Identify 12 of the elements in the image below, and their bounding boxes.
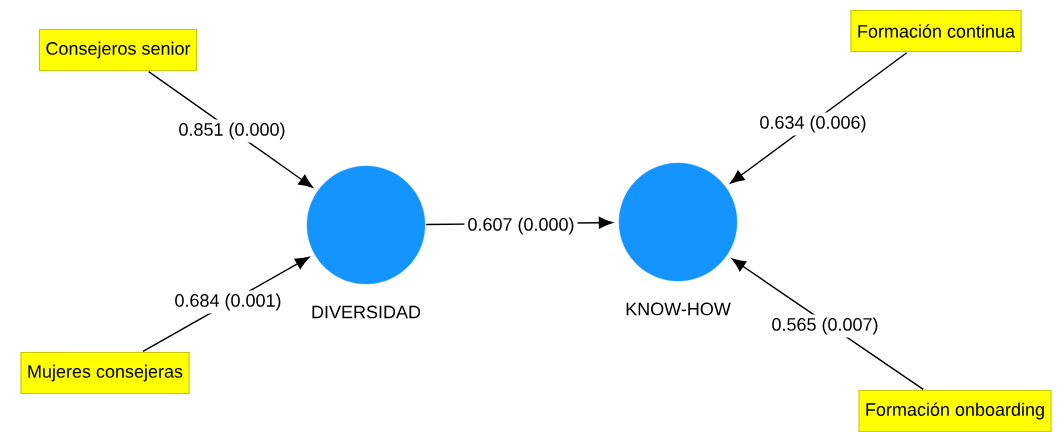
edge-label: 0.684 (0.001)	[175, 293, 281, 311]
text-box: Mujeres consejeras	[20, 351, 190, 395]
construct-label: DIVERSIDAD	[312, 305, 421, 319]
edge-label: 0.607 (0.000)	[468, 217, 574, 235]
arrow	[731, 258, 924, 391]
edge-label: 0.634 (0.006)	[760, 115, 866, 133]
text-box: Formación onboarding	[858, 389, 1052, 432]
text-box: Consejeros senior	[38, 28, 198, 72]
edge-label: 0.851 (0.000)	[179, 122, 285, 140]
construct-label: KNOW-HOW	[626, 302, 731, 316]
text-box: Formación continua	[850, 9, 1022, 53]
edge-label: 0.565 (0.007)	[772, 317, 878, 335]
